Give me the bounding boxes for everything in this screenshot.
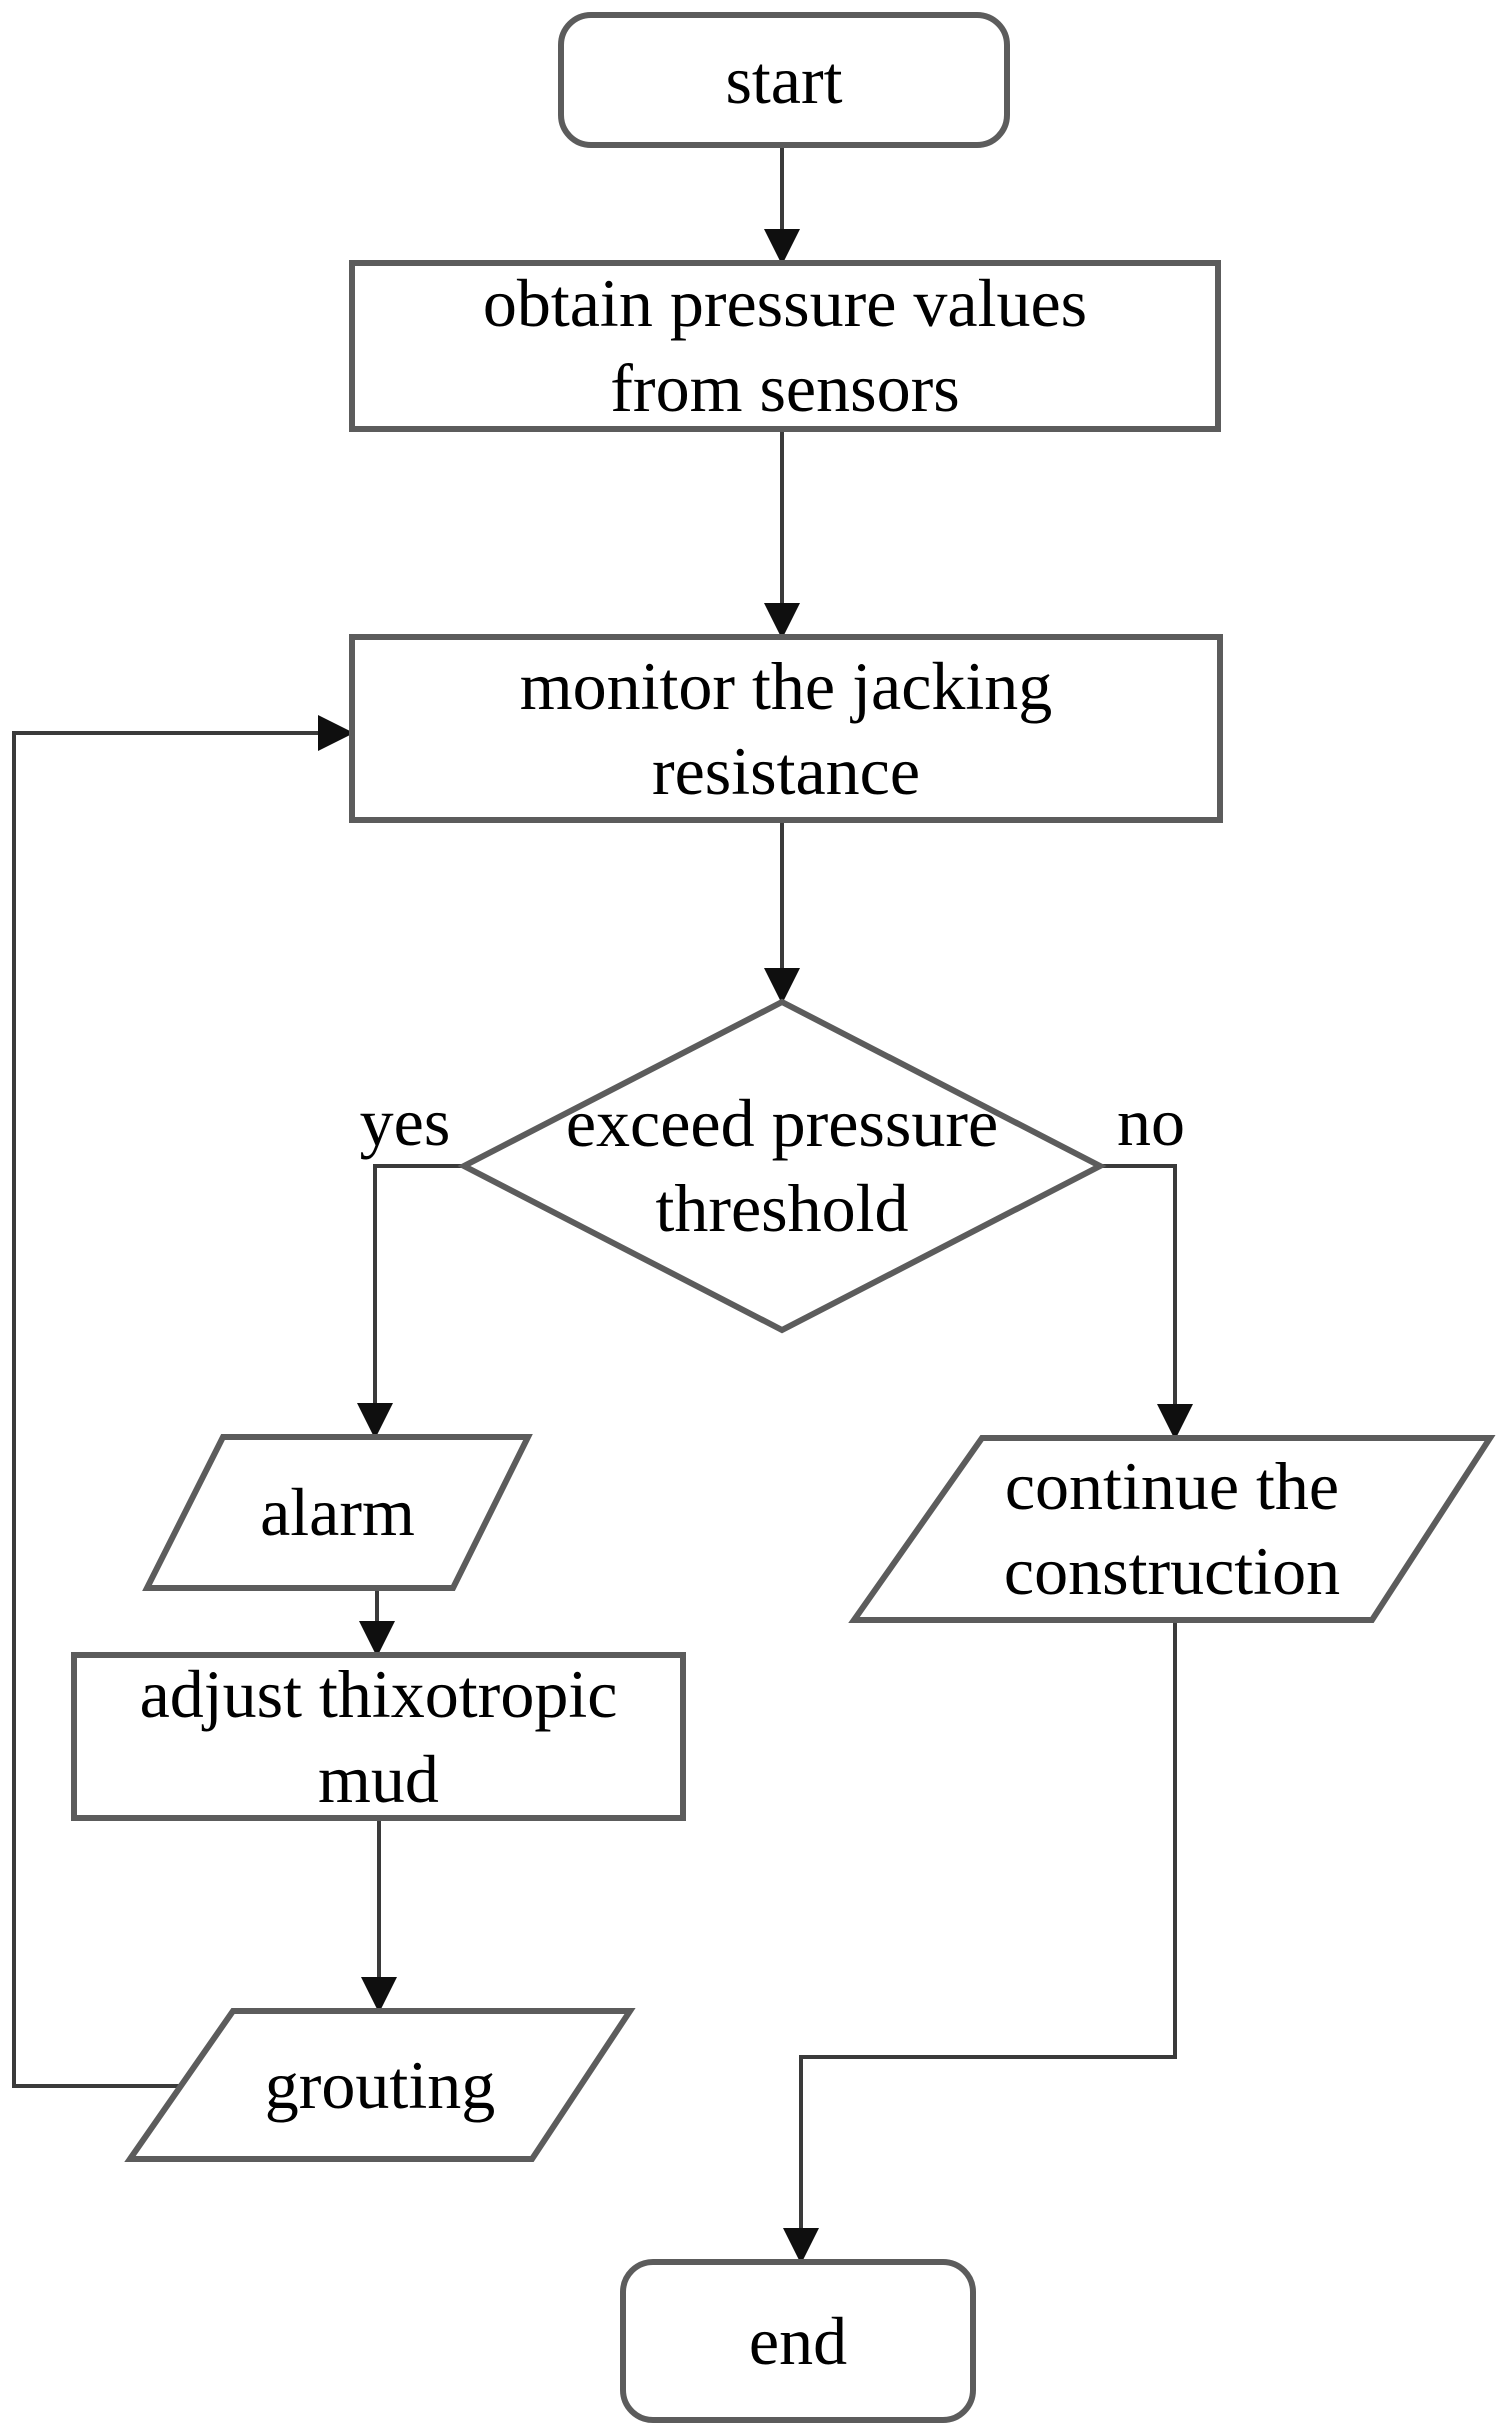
alarm-node-shape — [142, 1434, 533, 1591]
edge-decision-no-to-continue — [1100, 1164, 1193, 1440]
monitor-node-shape — [349, 634, 1223, 823]
obtain-node-shape — [349, 260, 1221, 432]
end-node-shape — [620, 2259, 976, 2423]
grouting-node-shape — [124, 2008, 636, 2162]
decision-node-shape — [457, 998, 1107, 1334]
continue-node-shape — [848, 1435, 1496, 1623]
start-node-shape — [558, 12, 1010, 148]
edge-decision-yes-to-alarm — [357, 1164, 464, 1439]
adjust-node-shape — [71, 1652, 686, 1821]
edge-continue-to-end — [783, 1620, 1177, 2264]
edge-grouting-loop-to-monitor — [12, 715, 354, 2088]
